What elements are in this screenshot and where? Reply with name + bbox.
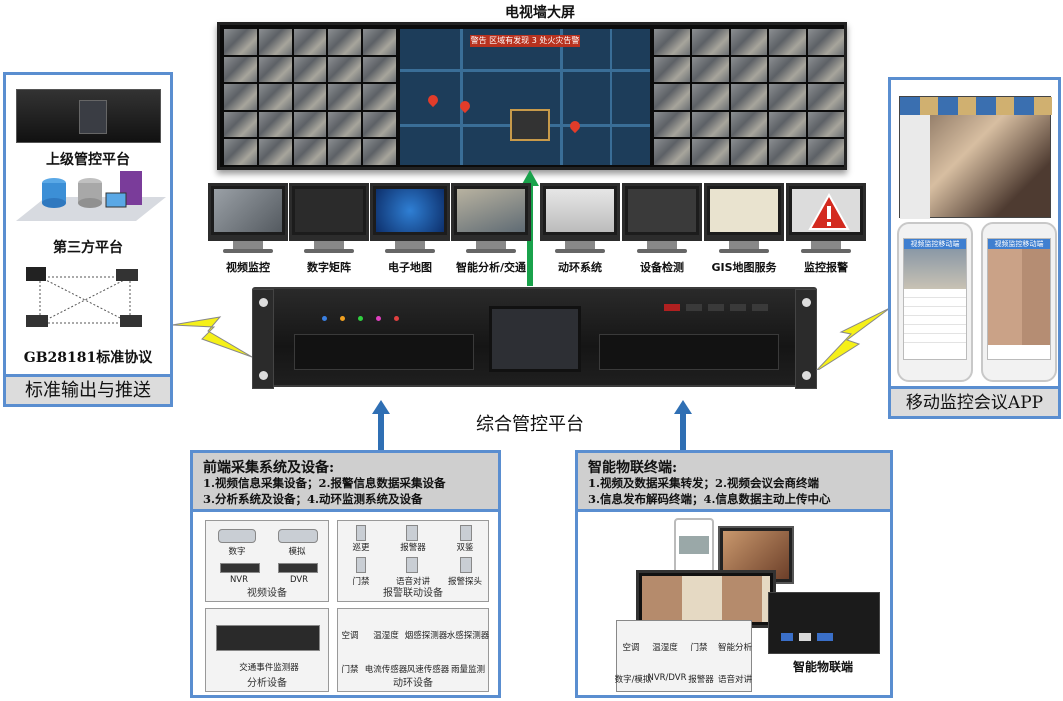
phone-title: 视频监控移动端 xyxy=(904,239,966,249)
monitor-alarm: 监控报警 xyxy=(786,183,866,275)
iot-line-2: 3.信息发布解码终端；4.信息数据主动上传中心 xyxy=(588,492,831,506)
camera-grid-left xyxy=(224,29,396,165)
video-conference-image xyxy=(899,96,1052,219)
iot-line-1: 1.视频及数据采集转发；2.视频会议会商终端 xyxy=(588,476,820,490)
map-alert-banner: 警告 区域有发现 3 处火灾告警 xyxy=(470,35,580,47)
phone-right: 视频监控移动端 xyxy=(981,222,1057,382)
platform-label: 综合管控平台 xyxy=(476,414,584,435)
monitor-video: 视频监控 xyxy=(208,183,288,275)
lightning-left-icon xyxy=(172,316,252,358)
lightning-right-icon xyxy=(816,307,890,370)
standard-output-panel: 上级管控平台 第三方平台 GB28181标准协议 标准输出与推送 xyxy=(3,72,173,407)
video-devices-box: 数字 模拟 NVR DVR 视频设备 xyxy=(205,520,329,602)
network-protocol-icon xyxy=(26,267,142,327)
map-popup xyxy=(510,109,550,141)
monitor-analysis: 智能分析/交通 xyxy=(451,183,531,275)
iot-terminal-label: 智能物联端 xyxy=(792,660,853,674)
front-end-panel: 前端采集系统及设备: 1.视频信息采集设备；2.报警信息数据采集设备 3.分析系… xyxy=(190,450,501,698)
iot-devices-card: 空调 温湿度 门禁 智能分析 数字/模拟 NVR/DVR 报警器 语音对讲 xyxy=(615,620,752,692)
camera-grid-right xyxy=(654,29,844,165)
env-devices-box: 空调 温湿度 烟感探测器 水感探测器 门禁 电流传感器 风速传感器 雨量监测 动… xyxy=(337,608,489,692)
mobile-app-panel: 视频监控移动端 视频监控移动端 移动监控会议APP xyxy=(888,77,1061,419)
dvr-icon xyxy=(278,563,318,573)
monitor-env: 动环系统 xyxy=(540,183,620,275)
monitor-gis: GIS地图服务 xyxy=(704,183,784,275)
front-end-line-2: 3.分析系统及设备；4.动环监测系统及设备 xyxy=(203,492,423,506)
map-pin-icon xyxy=(425,92,441,108)
city-map: 警告 区域有发现 3 处火灾告警 xyxy=(400,29,650,165)
video-wall-title: 电视墙大屏 xyxy=(505,5,575,21)
front-end-line-1: 1.视频信息采集设备；2.报警信息数据采集设备 xyxy=(203,476,446,490)
monitor-device-check: 设备检测 xyxy=(622,183,702,275)
iot-title: 智能物联终端: xyxy=(588,460,678,476)
warning-icon xyxy=(808,192,850,230)
alarm-devices-title: 报警联动设备 xyxy=(383,588,443,599)
integrated-control-device xyxy=(252,287,817,389)
monitor-matrix: 数字矩阵 xyxy=(289,183,369,275)
alarm-devices-box: 巡更 报警器 双鉴 门禁 语音对讲 报警探头 报警联动设备 xyxy=(337,520,489,602)
decoder-screen xyxy=(636,570,776,628)
iot-terminal-box xyxy=(768,592,880,654)
third-party-platform-label: 第三方平台 xyxy=(53,240,123,256)
env-devices-title: 动环设备 xyxy=(393,678,433,689)
arrow-up-right xyxy=(674,400,692,452)
camera-icon xyxy=(278,529,318,543)
server-image xyxy=(16,89,161,143)
monitor-e-map: 电子地图 xyxy=(370,183,450,275)
tablet-image xyxy=(674,518,714,574)
phone-left: 视频监控移动端 xyxy=(897,222,973,382)
arrow-up-left xyxy=(372,400,390,452)
third-party-icon xyxy=(16,171,166,221)
gb28181-protocol-label: GB28181标准协议 xyxy=(23,350,153,366)
video-devices-title: 视频设备 xyxy=(247,588,287,599)
video-wall: 警告 区域有发现 3 处火灾告警 xyxy=(217,22,847,170)
analysis-devices-title: 分析设备 xyxy=(247,678,287,689)
iot-panel: 智能物联终端: 1.视频及数据采集转发；2.视频会议会商终端 3.信息发布解码终… xyxy=(575,450,893,698)
analysis-devices-box: 交通事件监测器 分析设备 xyxy=(205,608,329,692)
device-lcd xyxy=(489,306,581,372)
phone-title: 视频监控移动端 xyxy=(988,239,1050,249)
superior-platform-label: 上级管控平台 xyxy=(46,152,130,168)
camera-icon xyxy=(218,529,256,543)
nvr-icon xyxy=(220,563,260,573)
standard-output-label: 标准输出与推送 xyxy=(6,374,170,404)
map-pin-icon xyxy=(567,118,583,134)
front-end-title: 前端采集系统及设备: xyxy=(203,460,335,476)
traffic-detector-icon xyxy=(216,625,320,651)
mobile-app-label: 移动监控会议APP xyxy=(891,386,1058,416)
